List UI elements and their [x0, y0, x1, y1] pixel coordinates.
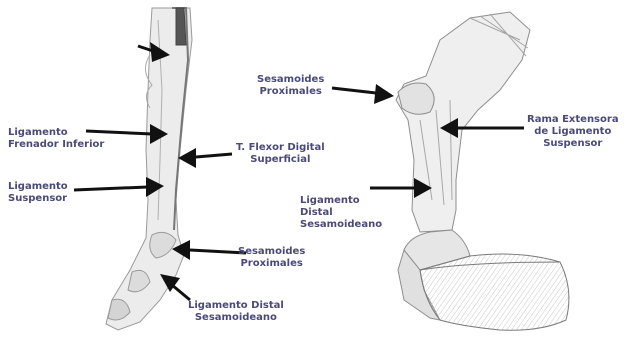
label-rama-extensora: Rama Extensora de Ligamento Suspensor — [527, 114, 619, 150]
label-t-flexor-digital-superficial: T. Flexor Digital Superficial — [236, 142, 325, 166]
label-line: T. Flexor Digital — [236, 142, 325, 154]
label-line: Sesamoides — [257, 74, 324, 86]
label-line: Superficial — [236, 154, 325, 166]
label-ligamento-distal-sesamoideano-right: Ligamento Distal Sesamoideano — [300, 195, 382, 231]
label-line: Suspensor — [8, 193, 68, 205]
label-line: Ligamento — [8, 127, 104, 139]
left-leg-drawing — [106, 8, 192, 330]
label-line: Sesamoideano — [188, 312, 284, 324]
label-line: Frenador Inferior — [8, 139, 104, 151]
label-line: Ligamento — [8, 181, 68, 193]
label-line: Proximales — [238, 258, 305, 270]
label-line: Distal — [300, 207, 382, 219]
label-sesamoides-proximales-right: Sesamoides Proximales — [257, 74, 324, 98]
label-line: Sesamoideano — [300, 219, 382, 231]
label-line: Ligamento Distal — [188, 300, 284, 312]
label-ligamento-frenador-inferior: Ligamento Frenador Inferior — [8, 127, 104, 151]
label-ligamento-suspensor: Ligamento Suspensor — [8, 181, 68, 205]
label-line: Suspensor — [527, 138, 619, 150]
label-line: Proximales — [257, 86, 324, 98]
label-ligamento-distal-sesamoideano-left: Ligamento Distal Sesamoideano — [188, 300, 284, 324]
label-line: de Ligamento — [527, 126, 619, 138]
label-sesamoides-proximales-left: Sesamoides Proximales — [238, 246, 305, 270]
right-fetlock-drawing — [396, 12, 569, 330]
arrow-lig-suspensor — [74, 177, 164, 197]
arrow-t-flexor — [178, 148, 232, 168]
label-line: Sesamoides — [238, 246, 305, 258]
label-line: Ligamento — [300, 195, 382, 207]
arrow-rama-extensora — [440, 118, 524, 138]
arrow-ses-prox-right — [332, 84, 394, 104]
label-line: Rama Extensora — [527, 114, 619, 126]
